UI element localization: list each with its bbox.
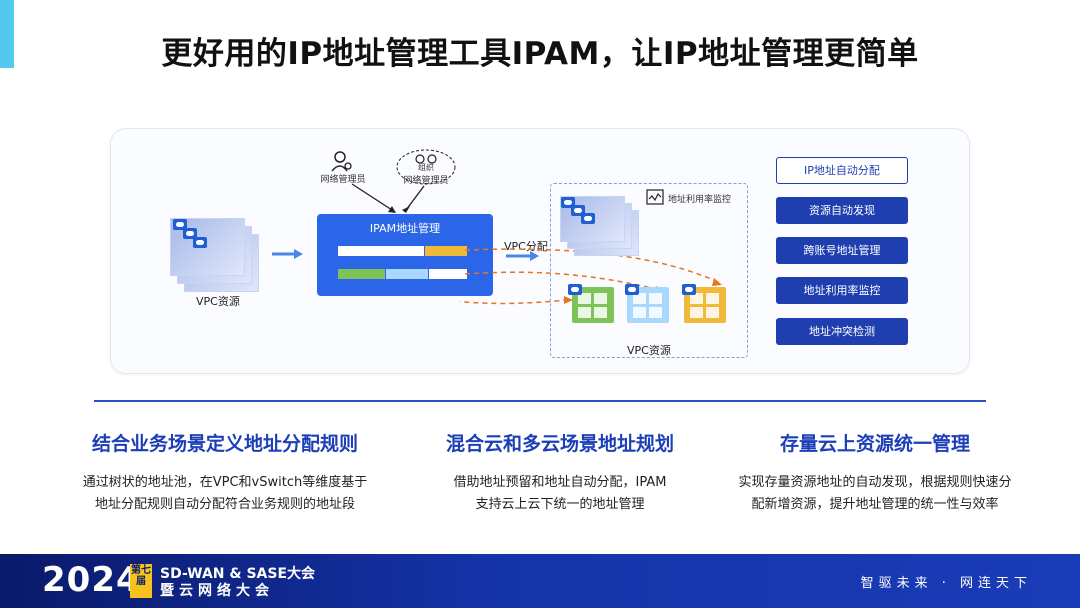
vpc-resource-label-right: VPC资源 [627,344,671,357]
column-body-3-line1: 实现存量资源地址的自动发现，根据规则快速分 [738,475,1012,490]
vpc-resource-label-left: VPC资源 [196,295,240,308]
cloud-icon [682,284,696,295]
address-segment-b [386,269,428,279]
column-body-3-line2: 配新增资源，提升地址管理的统一性与效率 [751,497,999,512]
footer-slogan: 智驱未来 · 网连天下 [860,576,1032,591]
vpc-resource-container-right [550,183,748,358]
monitor-chart-icon [646,189,664,205]
cloud-icon [625,284,639,295]
user-gear-icon [331,151,352,172]
footer-year: 2024 [42,560,141,600]
org-group-icon [396,149,456,185]
footer-event-line2: 暨云网络大会 [160,583,274,599]
column-body-2-line1: 借助地址预留和地址自动分配，IPAM [453,475,667,490]
feature-resource-discovery[interactable]: 资源自动发现 [776,197,908,224]
arrow-right-icon [272,249,303,259]
column-body-1-line1: 通过树状的地址池，在VPC和vSwitch等维度基于 [82,475,368,490]
admin-arrows [351,183,425,213]
cloud-icon [193,237,207,248]
feature-ip-auto-allocation[interactable]: IP地址自动分配 [776,157,908,184]
utilization-monitor-label: 地址利用率监控 [668,195,732,205]
feature-conflict-detection[interactable]: 地址冲突检测 [776,318,908,345]
address-segment-free [429,269,467,279]
footer-edition-badge: 第七届 [130,564,152,598]
cloud-icon [183,228,197,239]
column-title-2: 混合云和多云场景地址规划 [445,433,674,455]
arrow-right-icon [506,251,539,261]
column-body-1: 通过树状的地址池，在VPC和vSwitch等维度基于 地址分配规则自动分配符合业… [60,472,390,516]
feature-cross-account[interactable]: 跨账号地址管理 [776,237,908,264]
cloud-icon [561,197,575,208]
role-org-label: 组织 [418,163,434,172]
ipam-management-box: IPAM地址管理 [317,214,493,296]
cloud-icon [173,219,187,230]
column-title-3: 存量云上资源统一管理 [779,433,970,455]
feature-utilization-monitor[interactable]: 地址利用率监控 [776,277,908,304]
footer-event-line1: SD-WAN & SASE大会 [160,566,316,582]
column-body-3: 实现存量资源地址的自动发现，根据规则快速分 配新增资源，提升地址管理的统一性与效… [710,472,1040,516]
column-body-2-line2: 支持云上云下统一的地址管理 [475,497,645,512]
cloud-icon [568,284,582,295]
column-title-1: 结合业务场景定义地址分配规则 [91,433,358,455]
address-segment-reserved [425,246,467,256]
page-title: 更好用的IP地址管理工具IPAM，让IP地址管理更简单 [161,36,919,72]
vpc-tile-orange [684,287,726,323]
section-divider [94,400,986,402]
column-body-1-line2: 地址分配规则自动分配符合业务规则的地址段 [94,497,355,512]
ipam-title: IPAM地址管理 [369,222,441,235]
accent-bar [0,0,14,68]
address-segment-a [338,269,385,279]
role-org-admin-label: 网络管理员 [403,176,449,186]
column-body-2: 借助地址预留和地址自动分配，IPAM 支持云上云下统一的地址管理 [395,472,725,516]
cloud-icon [571,205,585,216]
role-admin-label: 网络管理员 [320,175,366,185]
cloud-icon [581,213,595,224]
footer-banner: 2024 第七届 SD-WAN & SASE大会 暨云网络大会 智驱未来 · 网… [0,554,1080,608]
address-segment-used [338,246,424,256]
